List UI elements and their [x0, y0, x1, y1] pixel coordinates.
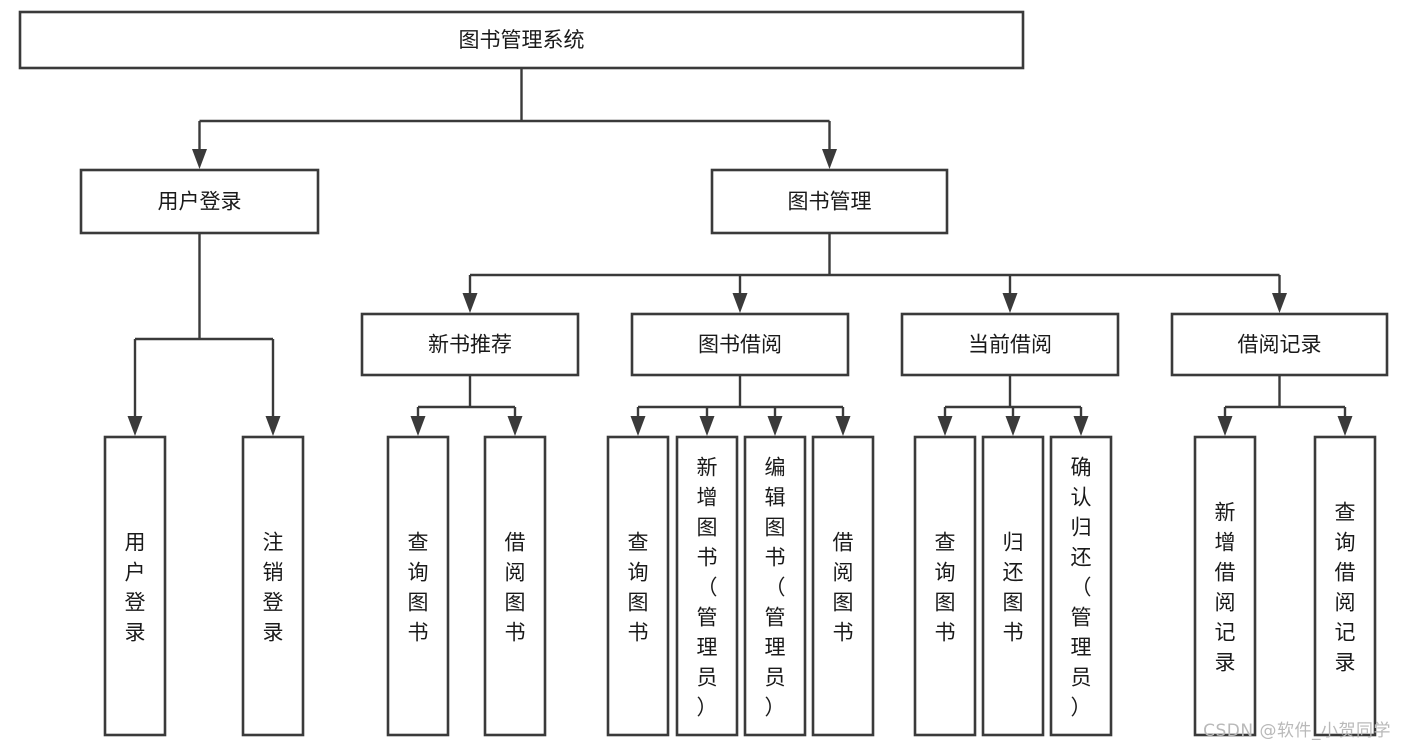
node-box[interactable] — [1313, 435, 1377, 737]
arrow-head-icon — [835, 416, 851, 436]
arrow-head-icon — [822, 149, 837, 169]
node-l3-d2[interactable]: 归还图书 — [981, 435, 1045, 737]
node-layer: 图书管理系统用户登录图书管理新书推荐图书借阅当前借阅借阅记录用户登录注销登录查询… — [18, 10, 1389, 737]
arrow-head-icon — [265, 416, 281, 436]
node-label: 新增图书（管理员） — [697, 455, 718, 719]
node-l2-borrow-record[interactable]: 借阅记录 — [1170, 312, 1389, 377]
node-box[interactable] — [913, 435, 977, 737]
node-box[interactable] — [103, 435, 167, 737]
arrow-head-icon — [410, 416, 426, 436]
node-l3-d3[interactable]: 确认归还（管理员） — [1049, 435, 1113, 737]
node-box[interactable] — [241, 435, 305, 737]
node-box[interactable] — [811, 435, 875, 737]
node-box[interactable] — [18, 10, 1025, 70]
node-label: 注销登录 — [263, 530, 284, 644]
node-box[interactable] — [710, 168, 949, 235]
node-box[interactable] — [900, 312, 1120, 377]
node-label: 图书管理 — [788, 190, 872, 214]
node-l1-user-login[interactable]: 用户登录 — [79, 168, 320, 235]
arrow-head-icon — [630, 416, 646, 436]
node-box[interactable] — [1170, 312, 1389, 377]
node-l3-d1[interactable]: 查询图书 — [913, 435, 977, 737]
node-label: 用户登录 — [125, 530, 146, 644]
node-box[interactable] — [79, 168, 320, 235]
edge-layer — [127, 68, 1353, 436]
node-box[interactable] — [606, 435, 670, 737]
arrow-head-icon — [127, 416, 143, 436]
arrow-head-icon — [462, 293, 478, 313]
node-l3-e2[interactable]: 查询借阅记录 — [1313, 435, 1377, 737]
node-l3-a2[interactable]: 注销登录 — [241, 435, 305, 737]
node-l1-book-manage[interactable]: 图书管理 — [710, 168, 949, 235]
node-l3-a1[interactable]: 用户登录 — [103, 435, 167, 737]
node-label: 图书借阅 — [698, 333, 782, 357]
arrow-head-icon — [1002, 293, 1018, 313]
arrow-head-icon — [1217, 416, 1233, 436]
node-label: 新增借阅记录 — [1215, 500, 1236, 674]
node-label: 查询借阅记录 — [1335, 500, 1356, 674]
node-l3-c3[interactable]: 编辑图书（管理员） — [743, 435, 807, 737]
node-label: 用户登录 — [158, 190, 242, 214]
node-box[interactable] — [743, 435, 807, 737]
arrow-head-icon — [1337, 416, 1353, 436]
node-box[interactable] — [630, 312, 850, 377]
arrow-head-icon — [767, 416, 783, 436]
node-label: 图书管理系统 — [459, 28, 585, 52]
arrow-head-icon — [507, 416, 523, 436]
node-l3-b1[interactable]: 查询图书 — [386, 435, 450, 737]
arrow-head-icon — [1073, 416, 1089, 436]
node-label: 查询图书 — [935, 530, 956, 644]
node-box[interactable] — [981, 435, 1045, 737]
node-l3-c2[interactable]: 新增图书（管理员） — [675, 435, 739, 737]
node-l3-e1[interactable]: 新增借阅记录 — [1193, 435, 1257, 737]
node-box[interactable] — [1049, 435, 1113, 737]
node-box[interactable] — [483, 435, 547, 737]
node-label: 查询图书 — [628, 530, 649, 644]
node-label: 确认归还（管理员） — [1071, 455, 1092, 719]
node-label: 新书推荐 — [428, 333, 512, 357]
node-l2-current-borrow[interactable]: 当前借阅 — [900, 312, 1120, 377]
node-label: 借阅图书 — [505, 530, 526, 644]
node-box[interactable] — [360, 312, 580, 377]
node-l3-c1[interactable]: 查询图书 — [606, 435, 670, 737]
arrow-head-icon — [1005, 416, 1021, 436]
node-l3-c4[interactable]: 借阅图书 — [811, 435, 875, 737]
node-label: 借阅记录 — [1238, 333, 1322, 357]
arrow-head-icon — [699, 416, 715, 436]
arrow-head-icon — [937, 416, 953, 436]
node-label: 借阅图书 — [833, 530, 854, 644]
node-label: 当前借阅 — [968, 333, 1052, 357]
node-l3-b2[interactable]: 借阅图书 — [483, 435, 547, 737]
node-box[interactable] — [1193, 435, 1257, 737]
arrow-head-icon — [192, 149, 207, 169]
node-box[interactable] — [386, 435, 450, 737]
node-root[interactable]: 图书管理系统 — [18, 10, 1025, 70]
node-label: 编辑图书（管理员） — [765, 455, 786, 719]
node-l2-new-book-rec[interactable]: 新书推荐 — [360, 312, 580, 377]
node-label: 归还图书 — [1003, 530, 1024, 644]
node-box[interactable] — [675, 435, 739, 737]
arrow-head-icon — [1272, 293, 1287, 313]
node-l2-book-borrow[interactable]: 图书借阅 — [630, 312, 850, 377]
arrow-head-icon — [732, 293, 748, 313]
node-label: 查询图书 — [408, 530, 429, 644]
